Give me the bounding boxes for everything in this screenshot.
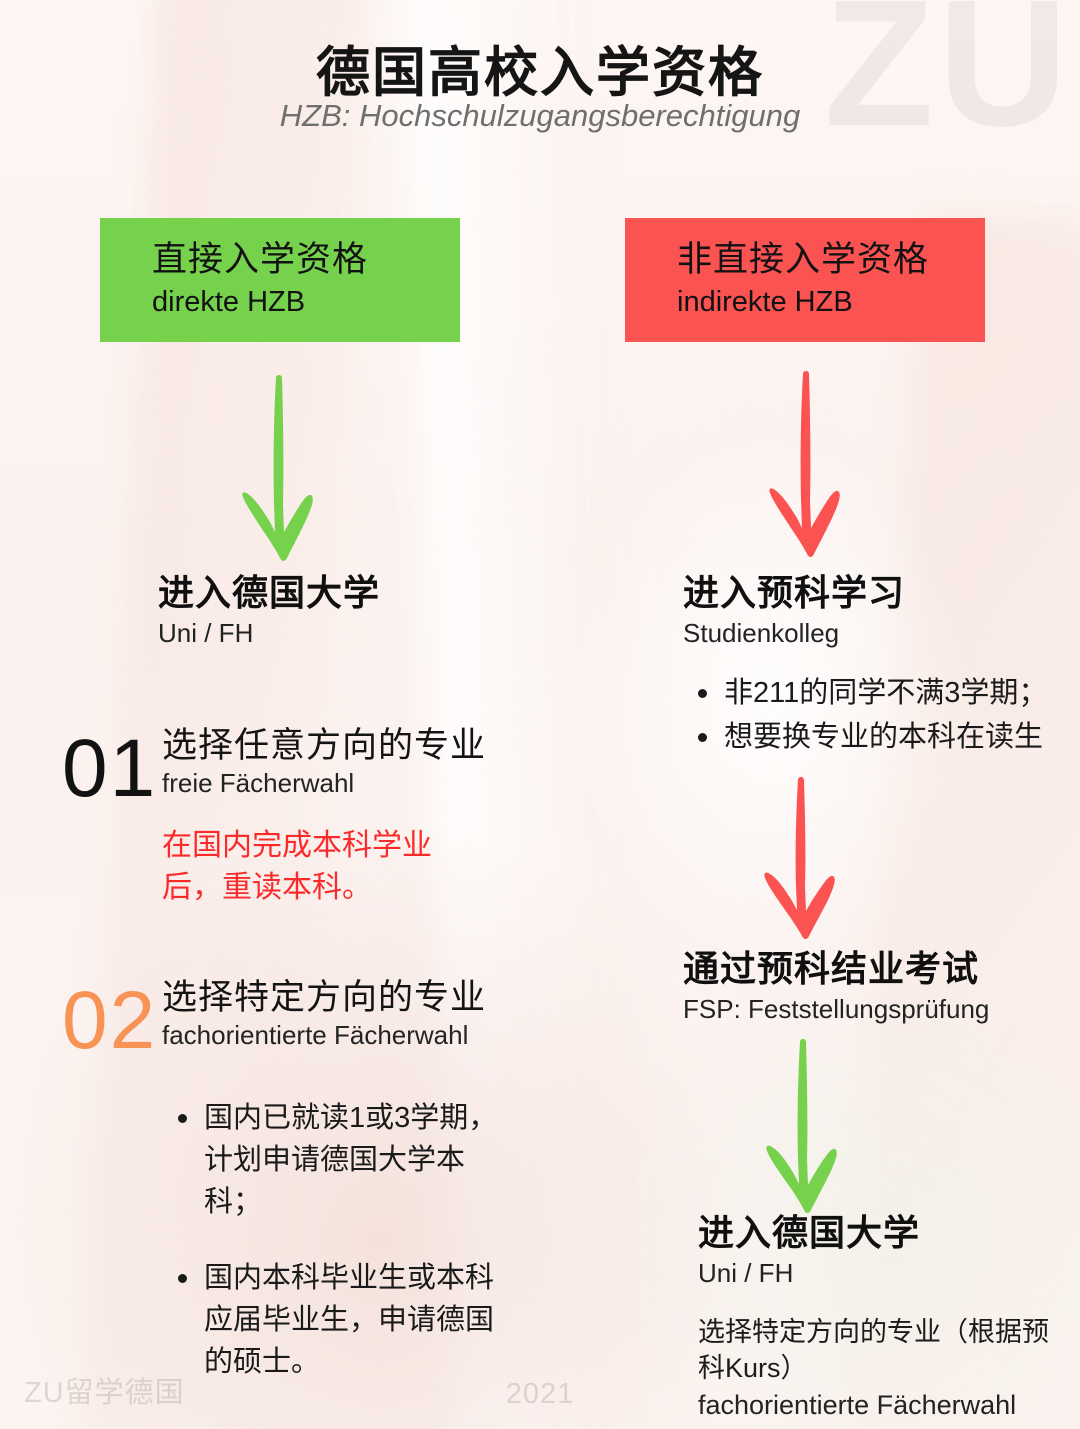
right-step3-note-de: fachorientierte Fächerwahl bbox=[698, 1389, 1017, 1420]
left-item-02-bullet-list: 国内已就读1或3学期，计划申请德国大学本科； 国内本科毕业生或本科应届毕业生，申… bbox=[170, 1097, 504, 1383]
list-item: 非211的同学不满3学期； bbox=[698, 672, 1080, 714]
left-item-01-number: 01 bbox=[62, 723, 158, 814]
header-box-direct-hzb: 直接入学资格 direkte HZB bbox=[100, 218, 460, 342]
page-title: 德国高校入学资格 bbox=[316, 43, 764, 103]
right-step3-title-cn: 进入德国大学 bbox=[698, 1212, 921, 1253]
right-step3-block: 进入德国大学 Uni / FH 选择特定方向的专业（根据预科Kurs） fach… bbox=[698, 1212, 1058, 1423]
footer-brand: ZU留学德国 bbox=[24, 1377, 185, 1409]
left-outcome-block: 进入德国大学 Uni / FH bbox=[158, 572, 578, 649]
right-step2-title-de: FSP: Feststellungsprüfung bbox=[683, 994, 990, 1025]
arrow-down-green-right bbox=[752, 1038, 882, 1214]
arrow-down-red-middle-right bbox=[750, 776, 880, 940]
list-item: 国内本科毕业生或本科应届毕业生，申请德国的硕士。 bbox=[178, 1257, 504, 1383]
right-step3-title-de: Uni / FH bbox=[698, 1258, 794, 1289]
left-item-02-title-de: fachorientierte Fächerwahl bbox=[162, 1020, 469, 1051]
left-item-01: 01 选择任意方向的专业 freie Fächerwahl 在国内完成本科学业后… bbox=[62, 726, 522, 908]
list-item: 想要换专业的本科在读生 bbox=[698, 716, 1080, 758]
left-item-02-number: 02 bbox=[62, 975, 158, 1066]
right-step1-bullet-list: 非211的同学不满3学期； 想要换专业的本科在读生 bbox=[690, 672, 1080, 758]
right-step2-block: 通过预科结业考试 FSP: Feststellungsprüfung bbox=[683, 948, 1080, 1025]
arrow-down-green-left bbox=[228, 372, 358, 564]
list-item: 国内已就读1或3学期，计划申请德国大学本科； bbox=[178, 1097, 504, 1223]
header-box-indirect-hzb-cn: 非直接入学资格 bbox=[677, 240, 930, 279]
left-outcome-title-de: Uni / FH bbox=[158, 618, 254, 649]
left-item-01-note: 在国内完成本科学业后，重读本科。 bbox=[162, 829, 432, 904]
left-item-02: 02 选择特定方向的专业 fachorientierte Fächerwahl … bbox=[62, 978, 532, 1384]
arrow-down-red-top-right bbox=[755, 368, 885, 560]
header-box-indirect-hzb: 非直接入学资格 indirekte HZB bbox=[625, 218, 985, 342]
header-box-direct-hzb-cn: 直接入学资格 bbox=[152, 240, 369, 279]
footer-year: 2021 bbox=[505, 1378, 575, 1410]
zu-watermark-logo: ZU bbox=[824, 0, 1072, 164]
left-item-02-title-cn: 选择特定方向的专业 bbox=[162, 978, 487, 1017]
right-step1-title-cn: 进入预科学习 bbox=[683, 572, 906, 613]
page-subtitle: HZB: Hochschulzugangsberechtigung bbox=[279, 98, 801, 133]
left-item-01-title-cn: 选择任意方向的专业 bbox=[162, 726, 487, 765]
right-step3-note-cn: 选择特定方向的专业（根据预科Kurs） bbox=[698, 1317, 1049, 1383]
left-item-01-title-de: freie Fächerwahl bbox=[162, 768, 355, 799]
right-step1-title-de: Studienkolleg bbox=[683, 618, 840, 649]
header-box-indirect-hzb-de: indirekte HZB bbox=[677, 286, 853, 319]
header-box-direct-hzb-de: direkte HZB bbox=[152, 286, 306, 319]
right-step2-title-cn: 通过预科结业考试 bbox=[683, 948, 980, 989]
right-step1-block: 进入预科学习 Studienkolleg bbox=[683, 572, 1063, 649]
left-outcome-title-cn: 进入德国大学 bbox=[158, 572, 381, 613]
